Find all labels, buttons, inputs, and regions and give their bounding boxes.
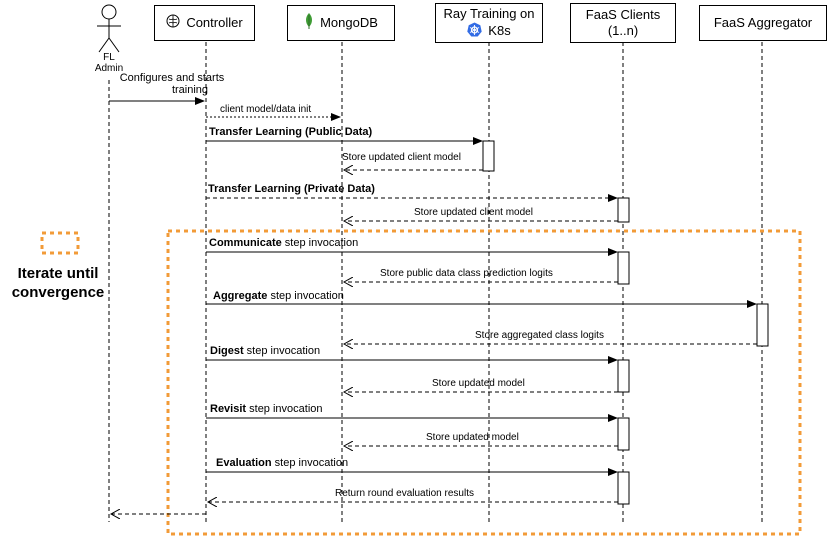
activation-clients-3 bbox=[617, 359, 630, 393]
msg-evaluation-bold: Evaluation bbox=[216, 457, 272, 469]
aggregator-title: FaaS Aggregator bbox=[713, 15, 813, 30]
actor-label-line1: FL bbox=[103, 52, 115, 63]
participant-clients: FaaS Clients (1..n) bbox=[570, 3, 676, 43]
msg-store-1: Store updated client model bbox=[342, 152, 461, 163]
msg-tl-private-bold: Transfer Learning (Private Data) bbox=[208, 183, 375, 195]
clients-title-line1: FaaS Clients bbox=[585, 7, 661, 22]
ray-title-line1: Ray Training on bbox=[443, 5, 535, 21]
msg-configure: Configures and starts training bbox=[112, 72, 232, 96]
activation-clients-5 bbox=[617, 471, 630, 505]
activation-ray bbox=[482, 140, 495, 172]
msg-revisit-rest: step invocation bbox=[246, 403, 323, 415]
clients-title-line2: (1..n) bbox=[607, 23, 639, 38]
loop-legend-box bbox=[40, 231, 80, 255]
msg-revisit-bold: Revisit bbox=[210, 403, 247, 415]
activation-aggregator bbox=[756, 303, 769, 347]
msg-store-model-1: Store updated model bbox=[432, 378, 525, 389]
msg-store-logits: Store public data class prediction logit… bbox=[380, 268, 553, 279]
msg-return-results: Return round evaluation results bbox=[335, 488, 474, 499]
msg-store-model-2: Store updated model bbox=[426, 432, 519, 443]
participant-aggregator: FaaS Aggregator bbox=[699, 5, 827, 41]
msg-evaluation: Evaluation step invocation bbox=[216, 457, 348, 469]
participant-controller: Controller bbox=[154, 5, 255, 41]
leaf-icon bbox=[304, 12, 314, 34]
msg-evaluation-rest: step invocation bbox=[271, 457, 349, 469]
msg-communicate-rest: step invocation bbox=[281, 237, 359, 249]
mongodb-title: MongoDB bbox=[320, 15, 378, 30]
msg-tl-public-bold: Transfer Learning (Public Data) bbox=[209, 126, 373, 138]
brain-icon bbox=[166, 14, 180, 32]
msg-store-aggregated: Store aggregated class logits bbox=[475, 330, 604, 341]
kubernetes-icon bbox=[467, 22, 482, 41]
msg-configure-line1: Configures and starts bbox=[119, 72, 225, 84]
activation-clients-4 bbox=[617, 417, 630, 451]
actor-figure bbox=[97, 4, 121, 53]
msg-aggregate: Aggregate step invocation bbox=[213, 290, 344, 302]
msg-digest: Digest step invocation bbox=[210, 345, 320, 357]
msg-aggregate-bold: Aggregate bbox=[213, 290, 268, 302]
msg-communicate-bold: Communicate bbox=[209, 237, 282, 249]
loop-label: Iterate until convergence bbox=[8, 264, 108, 302]
actor-label-line2: Admin bbox=[94, 63, 124, 74]
loop-frame bbox=[166, 229, 802, 536]
activation-clients-1 bbox=[617, 197, 630, 223]
msg-aggregate-rest: step invocation bbox=[267, 290, 344, 302]
msg-digest-rest: step invocation bbox=[243, 345, 321, 357]
msg-communicate: Communicate step invocation bbox=[209, 237, 358, 249]
controller-title: Controller bbox=[186, 15, 243, 30]
msg-digest-bold: Digest bbox=[210, 345, 244, 357]
msg-revisit: Revisit step invocation bbox=[210, 403, 323, 415]
activation-clients-2 bbox=[617, 251, 630, 285]
loop-label-line2: convergence bbox=[11, 284, 105, 301]
msg-store-2: Store updated client model bbox=[414, 207, 533, 218]
participant-ray: Ray Training on K8s bbox=[435, 3, 543, 43]
loop-label-line1: Iterate until bbox=[17, 265, 99, 282]
msg-tl-private: Transfer Learning (Private Data) bbox=[208, 183, 375, 195]
participant-mongodb: MongoDB bbox=[287, 5, 395, 41]
msg-configure-line2: training bbox=[171, 84, 209, 96]
msg-init: client model/data init bbox=[220, 104, 312, 115]
msg-tl-public: Transfer Learning (Public Data) bbox=[209, 126, 372, 138]
actor-label: FL Admin bbox=[89, 52, 129, 74]
ray-title-line2: K8s bbox=[488, 23, 511, 38]
